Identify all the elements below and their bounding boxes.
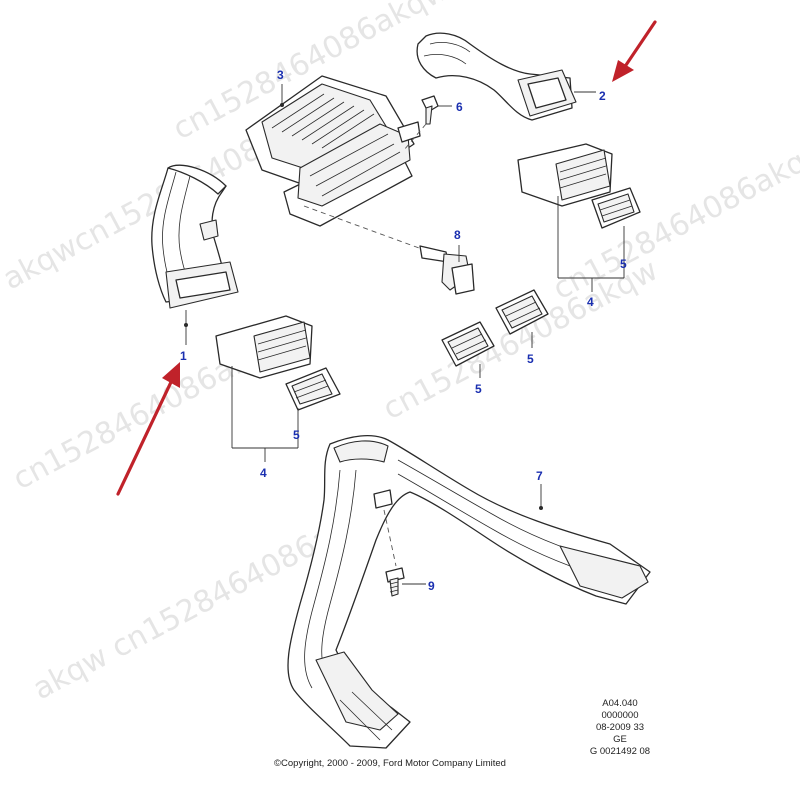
reference-line: 08-2009 33: [595, 722, 645, 733]
reference-line: G 0021492 08: [589, 746, 651, 757]
callout-5-right: 5: [620, 257, 627, 271]
highlight-arrow-bottom-left: [116, 362, 180, 496]
reference-line: GE: [613, 734, 627, 745]
part-6-clip: [421, 95, 439, 125]
part-5-center-vent-a: [441, 321, 495, 367]
callout-5-left: 5: [293, 428, 300, 442]
part-7-floor-duct: [287, 434, 651, 749]
callout-4-left: 4: [260, 466, 267, 480]
watermark-line: cn1528464086akqw: [377, 253, 663, 427]
reference-line: 0000000: [601, 710, 639, 721]
callout-8: 8: [454, 228, 461, 242]
drawing-reference-block: A04.040 0000000 08-2009 33 GE G 0021492 …: [560, 698, 680, 758]
callout-6: 6: [456, 100, 463, 114]
watermark-line: akqwcn1528464086: [0, 123, 284, 297]
part-4-right-vent-housing: [517, 143, 613, 207]
part-2-right-duct: [416, 32, 577, 121]
part-1-left-duct: [151, 164, 239, 309]
watermark: cn1528464086akqw cn1528464086akqw akqwcn…: [0, 0, 800, 707]
callout-1: 1: [180, 349, 187, 363]
part-9-screw: [385, 567, 405, 597]
callout-7: 7: [536, 469, 543, 483]
part-5-left-vent: [285, 367, 341, 411]
part-8-actuator: [419, 245, 475, 295]
part-5-center-vent-b: [495, 289, 549, 335]
callout-5-center-b: 5: [527, 352, 534, 366]
copyright-notice: ©Copyright, 2000 - 2009, Ford Motor Comp…: [274, 758, 506, 769]
callout-9: 9: [428, 579, 435, 593]
callout-2: 2: [599, 89, 606, 103]
callout-3: 3: [277, 68, 284, 82]
highlight-arrow-top-right: [612, 20, 657, 82]
part-4-left-vent-housing: [215, 315, 313, 379]
callout-5-center-a: 5: [475, 382, 482, 396]
reference-line: A04.040: [602, 698, 638, 709]
callout-4-right: 4: [587, 295, 594, 309]
part-5-right-vent: [591, 187, 641, 229]
part-3-center-grille: [245, 75, 421, 227]
